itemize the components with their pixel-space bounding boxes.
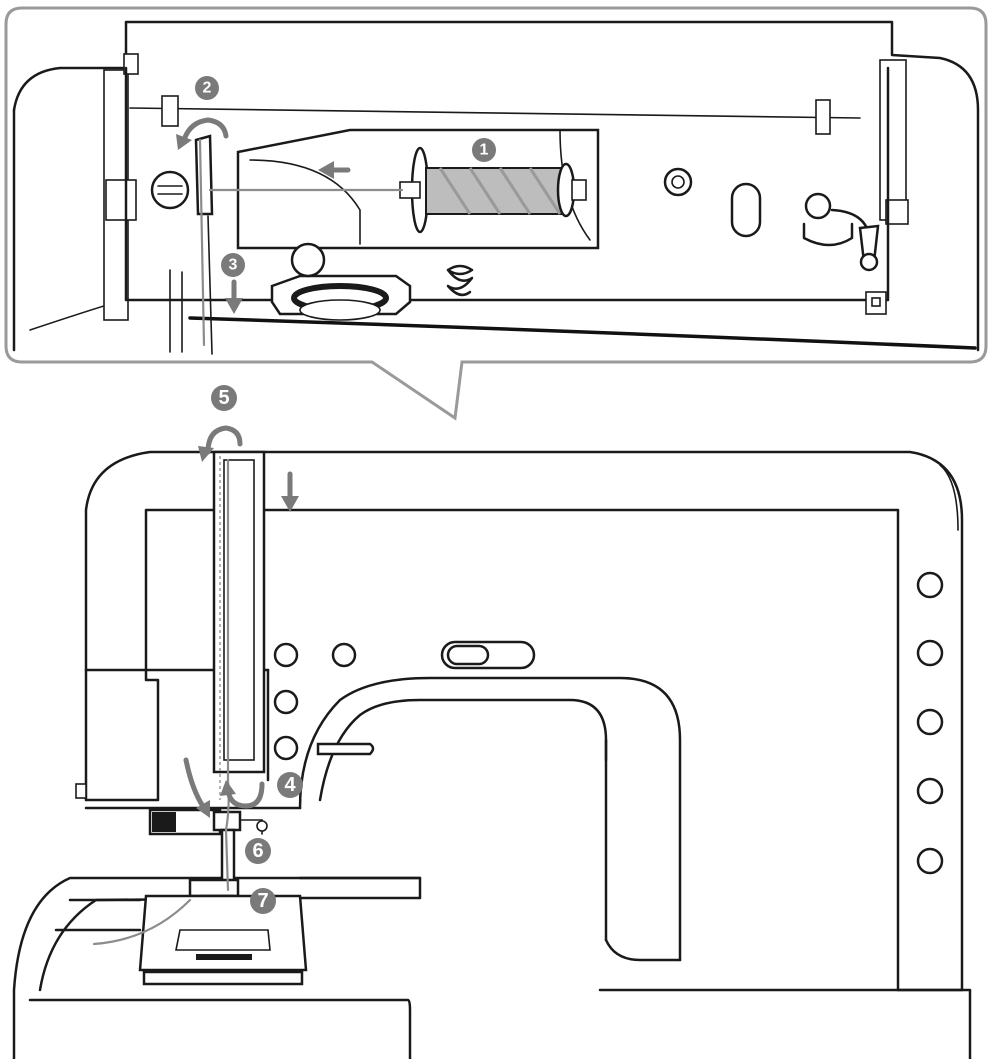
thread-guide-right [815,99,831,135]
tension-dial [150,170,190,210]
side-button-1 [916,571,944,599]
step-6-marker: 6 [245,838,271,864]
front-thread-tail [92,898,192,946]
panel-button-1 [273,642,299,668]
panel-button-4 [273,735,299,761]
pre-tension-disk [194,134,214,216]
step-4-label: 4 [284,774,296,796]
side-button-2 [916,639,944,667]
thread-guide-left [161,95,179,127]
oval-hole [730,182,762,238]
step-2-label: 2 [203,80,212,97]
right-end-cap [879,59,907,221]
step-1-label: 1 [480,142,489,159]
step-6-label: 6 [252,840,263,862]
step-4-marker: 4 [277,772,303,798]
machine-front-view: 4 5 6 7 [12,385,972,1059]
thread-spool [399,146,587,234]
machine-head [84,450,964,992]
bobbin-cover [270,274,412,321]
spring [446,264,474,297]
arm-opening [298,676,682,962]
machine-top-outline [12,20,980,352]
panel-button-2 [331,642,357,668]
step-7-marker: 7 [250,888,276,914]
step-5-marker: 5 [211,385,237,411]
panel-button-3 [273,689,299,715]
step-2-marker: 2 [195,76,219,100]
step-3-marker: 3 [221,253,245,277]
side-button-3 [916,708,944,736]
needle-plate [138,894,308,986]
thread-take-up-channel [212,450,266,800]
step-3-label: 3 [229,257,238,274]
machine-bed [12,876,422,1059]
step-5-label: 5 [218,387,229,409]
side-button-5 [916,847,944,875]
speed-slider [440,640,536,670]
step-7-label: 7 [257,890,268,912]
step-1-marker: 1 [472,138,496,162]
presser-lever [316,742,375,756]
front-panel [144,508,900,992]
side-button-4 [916,777,944,805]
top-view-callout: 1 2 3 [4,6,988,421]
bobbin-winder [802,192,887,315]
round-cap [290,242,326,278]
